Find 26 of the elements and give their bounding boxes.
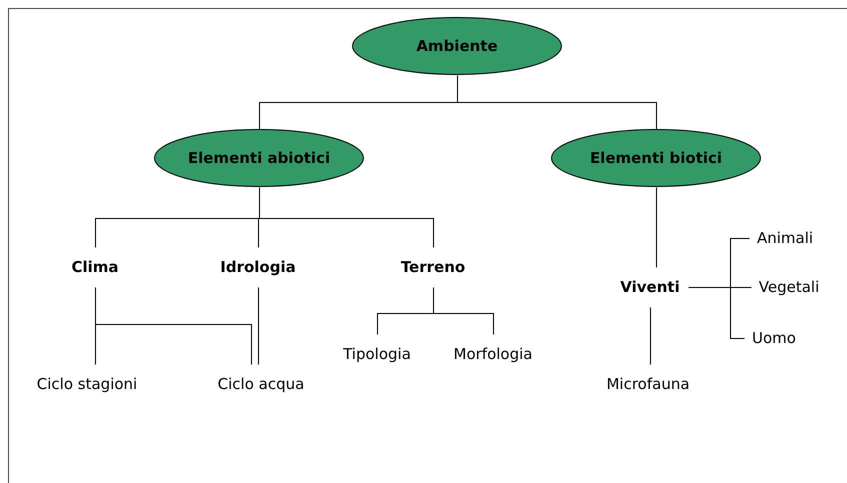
connector-line [95,287,252,365]
item-label: Ciclo acqua [216,373,306,395]
item-label: Ciclo stagioni [34,373,140,395]
item-label: Tipologia [341,343,413,365]
connector-line [688,287,745,339]
node-label: Elementi abiotici [188,149,330,167]
ellipse-node [154,129,364,187]
category-label: Viventi [618,276,682,298]
node-label: Elementi biotici [590,149,722,167]
category-label: Terreno [398,256,468,278]
node-label: Ambiente [416,37,498,55]
ellipse-node [352,17,562,75]
item-label: Animali [754,227,816,249]
connector-line [433,287,494,335]
item-label: Microfauna [604,373,692,395]
connector-line [258,287,259,365]
category-label: Clima [69,256,121,278]
item-label: Uomo [750,327,798,349]
connector-line [650,307,651,365]
item-label: Vegetali [756,276,822,298]
category-label: Idrologia [218,256,298,278]
connector-line [457,75,657,130]
item-label: Morfologia [452,343,534,365]
connector-line [656,187,657,268]
connector-line [259,187,434,248]
ellipse-node [551,129,761,187]
